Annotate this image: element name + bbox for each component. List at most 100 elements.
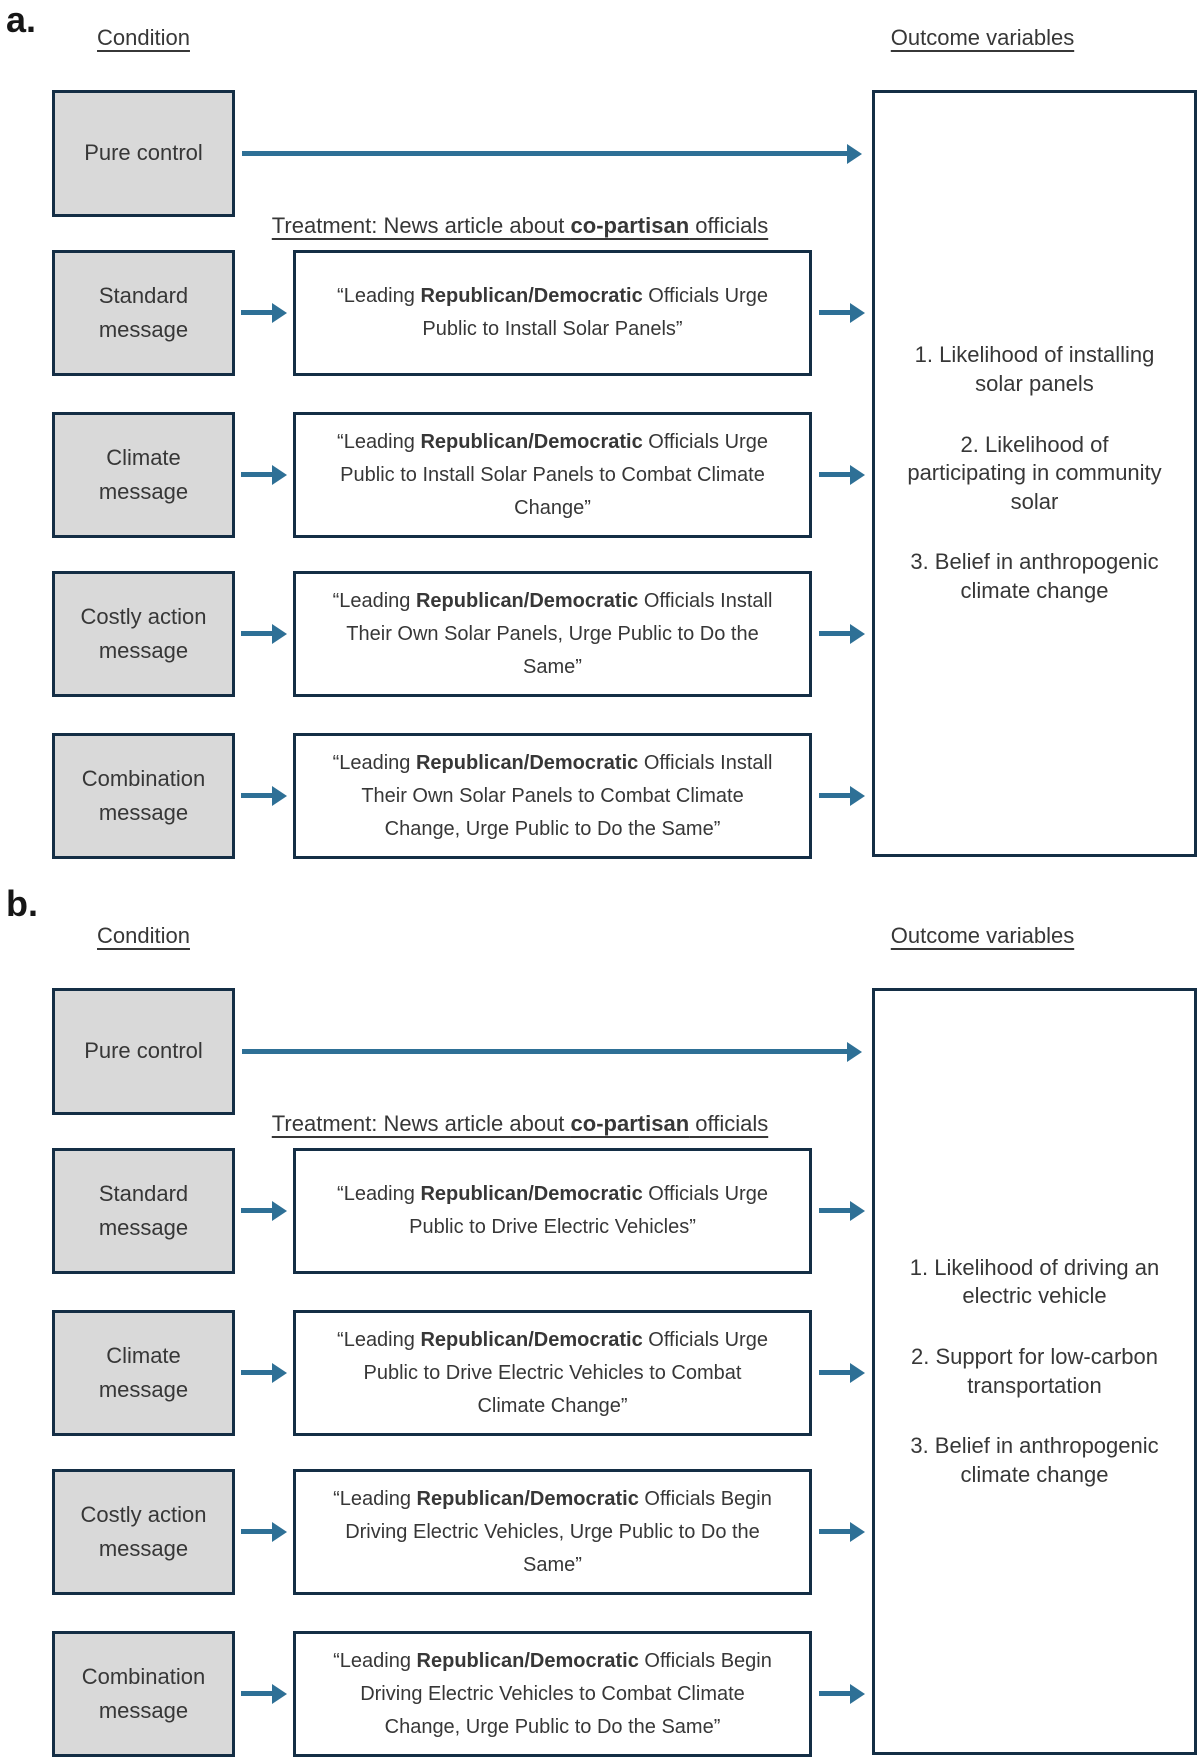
panel-b-label: b.	[6, 883, 38, 924]
treatment-box-standard: “Leading Republican/Democratic Officials…	[293, 1148, 812, 1274]
quote-prefix: “Leading	[332, 751, 416, 774]
quote-prefix: “Leading	[333, 1649, 417, 1672]
outcome-item: 2. Likelihood of participating in commun…	[907, 431, 1162, 514]
arrow-condition-to-treatment	[241, 1370, 272, 1375]
arrow-treatment-to-outcome	[819, 310, 850, 315]
arrow-treatment-to-outcome	[819, 793, 850, 798]
quote-rest: Officials Urge Public to Drive Electric …	[409, 1183, 768, 1238]
quote-bold: Republican/Democratic	[420, 430, 643, 453]
condition-box-costly-action-message: Costly action message	[52, 571, 235, 697]
quote-prefix: “Leading	[337, 430, 421, 453]
condition-box-standard-message: Standard message	[52, 250, 235, 376]
treatment-header-suffix: officials	[689, 1111, 769, 1136]
quote-bold: Republican/Democratic	[416, 1649, 639, 1672]
treatment-header: Treatment: News article about co-partisa…	[220, 213, 820, 239]
condition-label: Costly action message	[80, 603, 207, 663]
condition-label: Pure control	[84, 1038, 203, 1064]
quote-rest: Officials Urge Public to Drive Electric …	[363, 1328, 768, 1417]
treatment-box-costly-action: “Leading Republican/Democratic Officials…	[293, 571, 812, 697]
arrow-pure-control-to-outcome	[242, 1049, 847, 1054]
treatment-quote: “Leading Republican/Democratic Officials…	[328, 1645, 777, 1744]
quote-prefix: “Leading	[333, 1487, 417, 1510]
outcome-item: 1. Likelihood of installing solar panels	[914, 342, 1155, 397]
treatment-quote: “Leading Republican/Democratic Officials…	[328, 426, 777, 525]
quote-prefix: “Leading	[337, 1328, 421, 1351]
condition-label: Combination message	[81, 1663, 206, 1723]
condition-label: Pure control	[84, 140, 203, 166]
treatment-box-combination: “Leading Republican/Democratic Officials…	[293, 733, 812, 859]
quote-bold: Republican/Democratic	[415, 751, 639, 774]
condition-label: Climate message	[98, 1342, 189, 1402]
treatment-quote: “Leading Republican/Democratic Officials…	[328, 1483, 777, 1582]
condition-box-climate-message: Climate message	[52, 1310, 235, 1436]
condition-box-climate-message: Climate message	[52, 412, 235, 538]
panel-a-label: a.	[6, 0, 37, 40]
outcome-item: 1. Likelihood of driving an electric veh…	[909, 1254, 1160, 1309]
treatment-box-standard: “Leading Republican/Democratic Officials…	[293, 250, 812, 376]
outcome-box: 1. Likelihood of installing solar panels…	[872, 90, 1197, 857]
condition-box-pure-control: Pure control	[52, 988, 235, 1115]
treatment-quote: “Leading Republican/Democratic Officials…	[328, 1324, 777, 1423]
quote-prefix: “Leading	[337, 285, 421, 307]
arrow-condition-to-treatment	[241, 631, 272, 636]
arrow-condition-to-treatment	[241, 1529, 272, 1534]
condition-header: Condition	[97, 923, 190, 948]
treatment-box-combination: “Leading Republican/Democratic Officials…	[293, 1631, 812, 1757]
quote-rest: Officials Begin Driving Electric Vehicle…	[360, 1649, 772, 1738]
arrow-treatment-to-outcome	[819, 1208, 850, 1213]
condition-header: Condition	[97, 25, 190, 50]
treatment-header-bold: co-partisan	[570, 213, 690, 238]
condition-box-standard-message: Standard message	[52, 1148, 235, 1274]
condition-label: Climate message	[98, 444, 189, 504]
outcome-box: 1. Likelihood of driving an electric veh…	[872, 988, 1197, 1755]
outcome-variables-header: Outcome variables	[890, 25, 1075, 50]
arrow-condition-to-treatment	[241, 793, 272, 798]
condition-label: Costly action message	[80, 1501, 207, 1561]
outcome-variables-header: Outcome variables	[890, 923, 1075, 948]
arrow-treatment-to-outcome	[819, 472, 850, 477]
arrow-treatment-to-outcome	[819, 1529, 850, 1534]
treatment-header-suffix: officials	[689, 213, 769, 238]
condition-box-combination-message: Combination message	[52, 1631, 235, 1757]
treatment-quote: “Leading Republican/Democratic Officials…	[328, 585, 777, 684]
condition-label: Standard message	[98, 282, 189, 342]
quote-rest: Officials Urge Public to Install Solar P…	[422, 285, 768, 340]
arrow-treatment-to-outcome	[819, 1370, 850, 1375]
condition-box-pure-control: Pure control	[52, 90, 235, 217]
arrow-condition-to-treatment	[241, 1208, 272, 1213]
treatment-box-costly-action: “Leading Republican/Democratic Officials…	[293, 1469, 812, 1595]
quote-prefix: “Leading	[332, 589, 416, 612]
condition-label: Standard message	[98, 1180, 189, 1240]
quote-rest: Officials Urge Public to Install Solar P…	[340, 430, 768, 519]
treatment-header-prefix: Treatment: News article about	[271, 213, 571, 238]
outcome-item: 3. Belief in anthropogenic climate chang…	[910, 549, 1159, 603]
treatment-header-bold: co-partisan	[570, 1111, 690, 1136]
arrow-condition-to-treatment	[241, 1691, 272, 1696]
condition-label: Combination message	[81, 765, 206, 825]
quote-rest: Officials Begin Driving Electric Vehicle…	[345, 1487, 772, 1576]
treatment-header: Treatment: News article about co-partisa…	[220, 1111, 820, 1137]
quote-bold: Republican/Democratic	[416, 1487, 639, 1510]
treatment-quote: “Leading Republican/Democratic Officials…	[328, 1178, 777, 1244]
treatment-quote: “Leading Republican/Democratic Officials…	[328, 280, 777, 346]
arrow-condition-to-treatment	[241, 472, 272, 477]
quote-bold: Republican/Democratic	[420, 1183, 643, 1205]
arrow-condition-to-treatment	[241, 310, 272, 315]
quote-bold: Republican/Democratic	[415, 589, 639, 612]
treatment-box-climate: “Leading Republican/Democratic Officials…	[293, 412, 812, 538]
treatment-quote: “Leading Republican/Democratic Officials…	[328, 747, 777, 846]
outcome-item: 2. Support for low-carbon transportation	[910, 1343, 1159, 1398]
quote-bold: Republican/Democratic	[420, 1328, 643, 1351]
quote-prefix: “Leading	[337, 1183, 421, 1205]
arrow-pure-control-to-outcome	[242, 151, 847, 156]
quote-rest: Officials Install Their Own Solar Panels…	[361, 751, 773, 840]
treatment-header-prefix: Treatment: News article about	[271, 1111, 571, 1136]
outcome-item: 3. Belief in anthropogenic climate chang…	[910, 1433, 1159, 1487]
treatment-box-climate: “Leading Republican/Democratic Officials…	[293, 1310, 812, 1436]
condition-box-costly-action-message: Costly action message	[52, 1469, 235, 1595]
quote-bold: Republican/Democratic	[420, 285, 643, 307]
quote-rest: Officials Install Their Own Solar Panels…	[346, 589, 773, 678]
arrow-treatment-to-outcome	[819, 1691, 850, 1696]
condition-box-combination-message: Combination message	[52, 733, 235, 859]
